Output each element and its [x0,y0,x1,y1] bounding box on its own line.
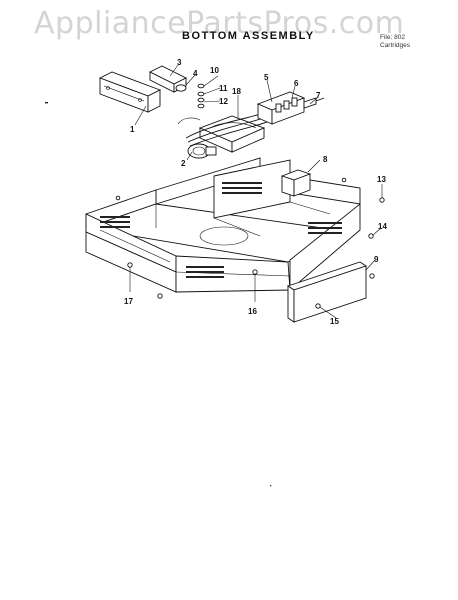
callout-2: 2 [181,159,186,168]
callout-7: 7 [316,91,321,100]
file-info: File: 802 Cartridges [380,34,410,49]
callout-15: 15 [330,317,339,326]
part-front-panel [286,261,368,323]
vent-louvres [100,182,342,278]
callout-9: 9 [374,255,379,264]
callout-12: 12 [219,97,228,106]
callout-11: 11 [219,84,228,93]
base-tray [85,157,361,293]
part-terminal-block [256,91,325,125]
callout-5: 5 [264,73,269,82]
callout-labels: 1 2 3 4 5 6 7 8 9 10 11 12 13 14 15 16 1… [124,58,387,326]
file-category: Cartridges [380,41,410,49]
callout-13: 13 [377,175,386,184]
diagram-title: BOTTOM ASSEMBLY [182,30,315,42]
callout-1: 1 [130,125,135,134]
part-cap [175,84,187,92]
part-fastener-stack [197,83,205,109]
callout-14: 14 [378,222,387,231]
callout-16: 16 [248,307,257,316]
callout-8: 8 [323,155,328,164]
part-connector [187,143,217,159]
callout-6: 6 [294,79,299,88]
file-number: File: 802 [380,34,405,41]
callout-4: 4 [193,69,198,78]
callout-18: 18 [232,87,241,96]
part-bracket [98,71,162,113]
watermark: AppliancePartsPros.com [34,6,405,41]
callout-10: 10 [210,66,219,75]
callout-17: 17 [124,297,133,306]
callout-3: 3 [177,58,182,67]
scan-specks [45,102,272,487]
part-box [280,169,312,197]
leader-lines [129,64,383,319]
